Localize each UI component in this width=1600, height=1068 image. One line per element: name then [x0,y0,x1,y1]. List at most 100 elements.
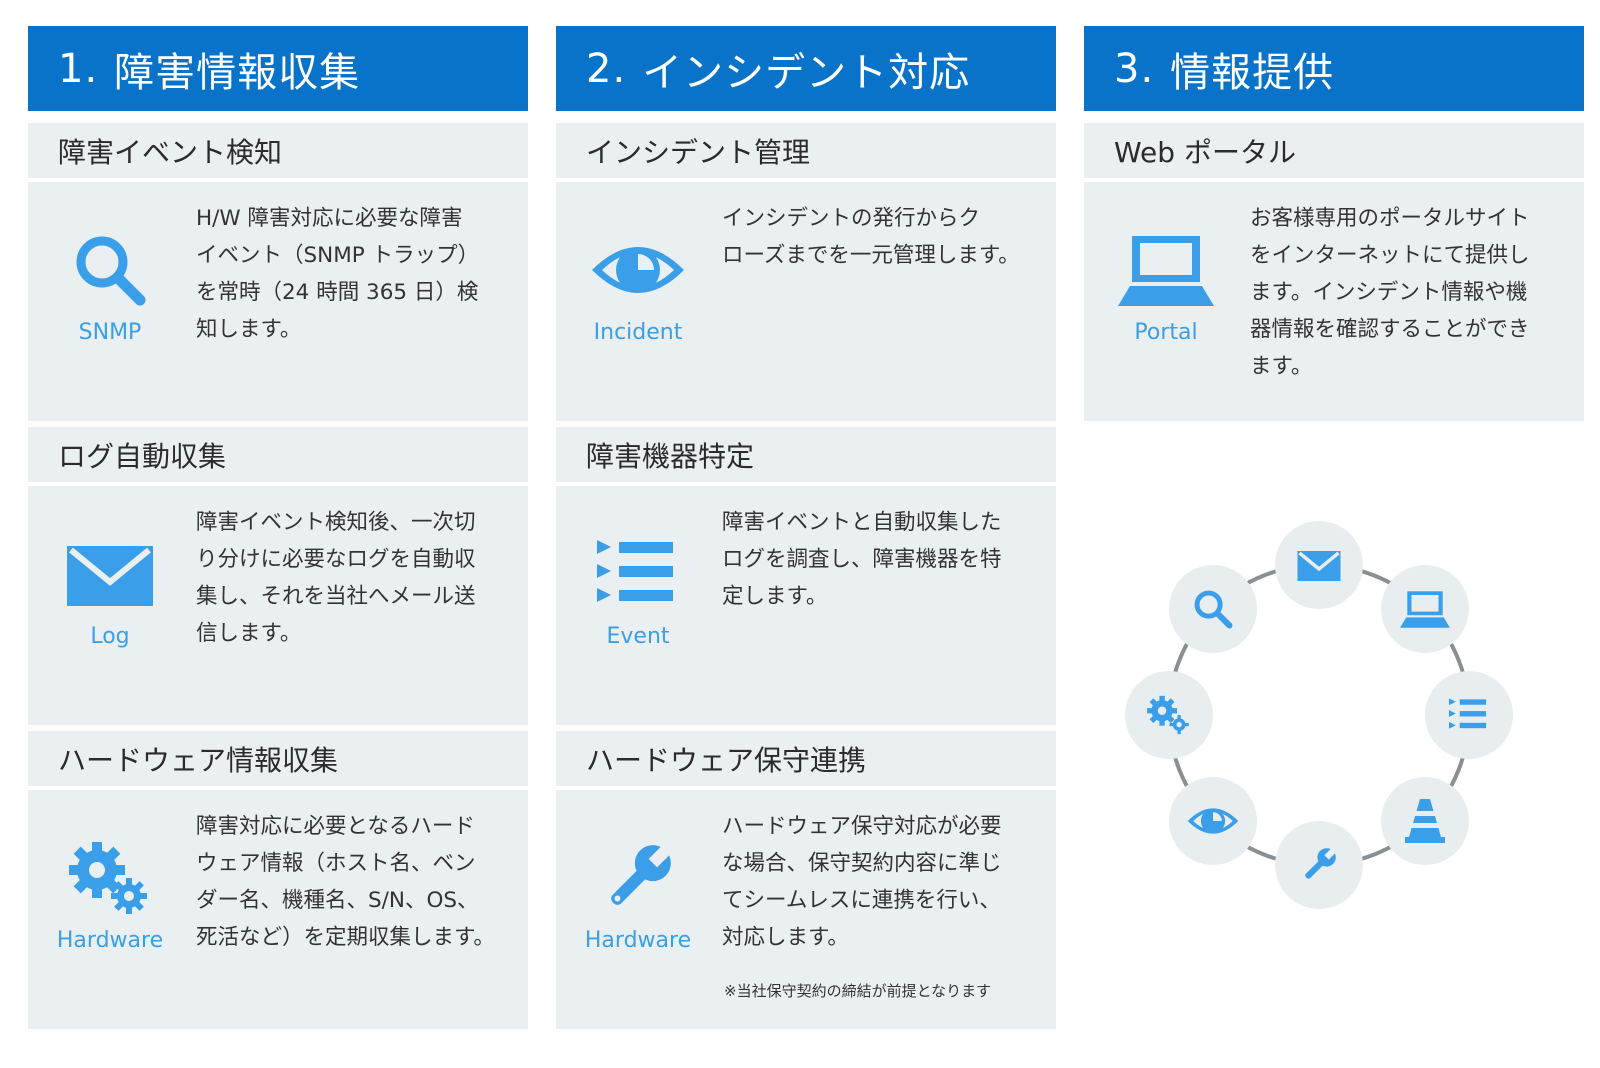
card-body: SNMP H/W 障害対応に必要な障害 イベント（SNMP トラップ） を常時（… [28,182,528,421]
description-line: 障害対応に必要となるハード [196,814,475,839]
column-number: 1. [58,45,99,92]
column-header: 3. 情報提供 [1084,26,1584,111]
card-body: Incident インシデントの発行からク ローズまでを一元管理します。 [556,182,1056,421]
description-line: H/W 障害対応に必要な障害 [196,206,463,231]
gears-icon [69,842,147,914]
card-body: Log 障害イベント検知後、一次切 り分けに必要なログを自動収 集し、それを当社… [28,486,528,725]
card-description: 障害イベントと自動収集した ログを調査し、障害機器を特 定します。 [722,504,1042,615]
description-line: 集し、それを当社へメール送 [196,584,476,609]
footnote: ※当社保守契約の締結が前提となります [724,982,992,1000]
card-description: H/W 障害対応に必要な障害 イベント（SNMP トラップ） を常時（24 時間… [196,200,506,348]
cycle-node-alert [1381,777,1469,865]
description-line: お客様専用のポータルサイト [1250,206,1530,231]
description-line: 知します。 [196,317,302,342]
card-icon: Portal [1106,230,1226,345]
cycle-node-incident [1169,777,1257,865]
description-line: 信します。 [196,621,302,646]
description-line: 死活など）を定期収集します。 [196,925,495,950]
description-line: ダー名、機種名、S/N、OS、 [196,888,479,913]
card-title: ハードウェア情報収集 [28,731,528,786]
card-icon: Incident [578,230,698,345]
card-icon: Log [50,534,170,649]
description-line: り分けに必要なログを自動収 [196,547,476,572]
card-body: Hardware 障害対応に必要となるハード ウェア情報（ホスト名、ベン ダー名… [28,790,528,1029]
card-icon: Hardware [578,838,698,953]
column-information-provision: 3. 情報提供 Web ポータル Portal お客様専用のポータルサイト をイ… [1084,26,1584,421]
card-description: インシデントの発行からク ローズまでを一元管理します。 [722,200,1042,274]
icon-label: Hardware [584,928,692,953]
wrench-icon [1305,847,1337,879]
service-cycle-diagram [1124,520,1514,910]
envelope-icon [67,546,153,606]
description-line: をインターネットにて提供し [1250,243,1530,268]
column-header: 2. インシデント対応 [556,26,1056,111]
card-description: お客様専用のポータルサイト をインターネットにて提供し ます。インシデント情報や… [1250,200,1570,385]
cycle-node-portal [1381,565,1469,653]
card-hardware-maintenance-link: ハードウェア保守連携 Hardware ハードウェア保守対応が必要 な場合、保守… [556,731,1056,1029]
card-description: 障害対応に必要となるハード ウェア情報（ホスト名、ベン ダー名、機種名、S/N、… [196,808,506,956]
card-log-auto-collection: ログ自動収集 Log 障害イベント検知後、一次切 り分けに必要なログを自動収 集… [28,427,528,725]
column-fault-collection: 1. 障害情報収集 障害イベント検知 SNMP H/W 障害対応に必要な障害 イ… [28,26,528,1029]
search-icon [1194,590,1233,629]
card-title: Web ポータル [1084,123,1584,178]
description-line: 器情報を確認することができ [1250,317,1530,342]
card-icon: Hardware [50,838,170,953]
description-line: ます。 [1250,354,1313,379]
search-icon [76,236,146,306]
card-body: Event 障害イベントと自動収集した ログを調査し、障害機器を特 定します。 [556,486,1056,725]
description-line: インシデントの発行からク [722,206,981,231]
card-title: ハードウェア保守連携 [556,731,1056,786]
column-title: インシデント対応 [642,49,971,96]
list-icon [1448,698,1487,729]
description-line: ローズまでを一元管理します。 [722,243,1020,268]
eye-icon [1187,808,1239,834]
cycle-node-snmp [1169,565,1257,653]
card-faulty-device-identification: 障害機器特定 Event 障害イベントと自動収集した ログを調査 [556,427,1056,725]
description-line: ウェア情報（ホスト名、ベン [196,851,476,876]
description-line: な場合、保守契約内容に準じ [722,851,1002,876]
column-header: 1. 障害情報収集 [28,26,528,111]
cycle-node-event [1425,671,1513,759]
description-line: ハードウェア保守対応が必要 [722,814,1002,839]
laptop-icon [1400,591,1450,628]
card-icon: SNMP [50,230,170,345]
card-incident-management: インシデント管理 Incident インシデントの発行からク ローズまでを一元管… [556,123,1056,421]
card-description: ハードウェア保守対応が必要 な場合、保守契約内容に準じ てシームレスに連携を行い… [722,808,1042,956]
card-icon: Event [578,534,698,649]
description-line: 障害イベントと自動収集した [722,510,1002,535]
envelope-icon [1297,551,1341,581]
cycle-node-hardware-maintenance [1275,821,1363,909]
icon-label: Log [90,624,130,649]
cycle-node-hardware-info [1125,671,1213,759]
icon-label: Incident [593,320,683,345]
icon-label: SNMP [78,320,142,345]
gears-icon [1147,695,1189,735]
card-body: Hardware ハードウェア保守対応が必要 な場合、保守契約内容に準じ てシー… [556,790,1056,1029]
description-line: ログを調査し、障害機器を特 [722,547,1002,572]
card-body: Portal お客様専用のポータルサイト をインターネットにて提供し ます。イン… [1084,182,1584,421]
description-line: イベント（SNMP トラップ） [196,243,480,268]
list-icon [597,540,673,602]
card-hardware-info-collection: ハードウェア情報収集 [28,731,528,1029]
card-fault-event-detection: 障害イベント検知 SNMP H/W 障害対応に必要な障害 イベント（SNMP ト… [28,123,528,421]
card-description: 障害イベント検知後、一次切 り分けに必要なログを自動収 集し、それを当社へメール… [196,504,506,652]
column-number: 3. [1114,45,1155,92]
column-title: 障害情報収集 [114,49,361,96]
card-title: 障害イベント検知 [28,123,528,178]
icon-label: Portal [1134,320,1198,345]
wrench-icon [611,843,673,905]
icon-label: Event [606,624,670,649]
column-title: 情報提供 [1170,49,1335,96]
eye-icon [592,247,684,293]
cone-icon [1405,799,1445,843]
description-line: 障害イベント検知後、一次切 [196,510,476,535]
card-title: インシデント管理 [556,123,1056,178]
card-web-portal: Web ポータル Portal お客様専用のポータルサイト をインターネットにて… [1084,123,1584,421]
icon-label: Hardware [56,928,164,953]
description-line: 対応します。 [722,925,849,950]
cycle-node-log [1275,521,1363,609]
column-incident-response: 2. インシデント対応 インシデント管理 Incident インシデントの発行か… [556,26,1056,1029]
column-number: 2. [586,45,627,92]
description-line: 定します。 [722,584,828,609]
card-title: ログ自動収集 [28,427,528,482]
